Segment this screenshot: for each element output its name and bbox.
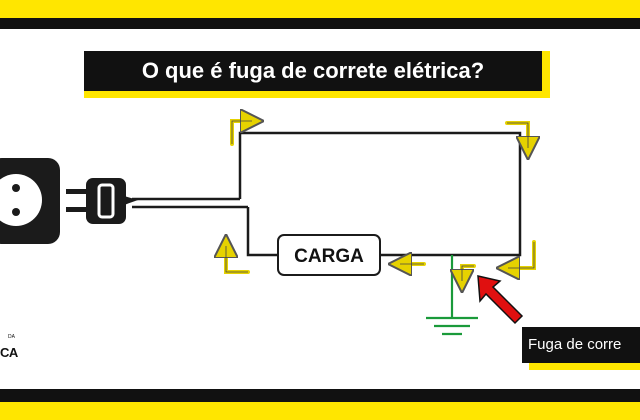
top-black-band [0, 18, 640, 29]
pointer-arrow-icon [477, 275, 524, 325]
page-title: O que é fuga de correte elétrica? [84, 51, 542, 91]
load-box: CARGA [277, 234, 381, 276]
load-label: CARGA [294, 246, 364, 267]
current-flow-arrow-outline [225, 120, 535, 281]
leak-callout-label: Fuga de corre [522, 327, 640, 363]
top-yellow-band [0, 0, 640, 18]
logo-small-text: DA [8, 334, 15, 340]
power-plug-icon [66, 178, 138, 224]
logo-text: CA [0, 345, 18, 360]
bottom-yellow-band [0, 402, 640, 420]
circuit-wires [238, 131, 522, 257]
wall-outlet-icon [0, 158, 60, 244]
bottom-black-band [0, 389, 640, 402]
power-cord [132, 197, 248, 209]
